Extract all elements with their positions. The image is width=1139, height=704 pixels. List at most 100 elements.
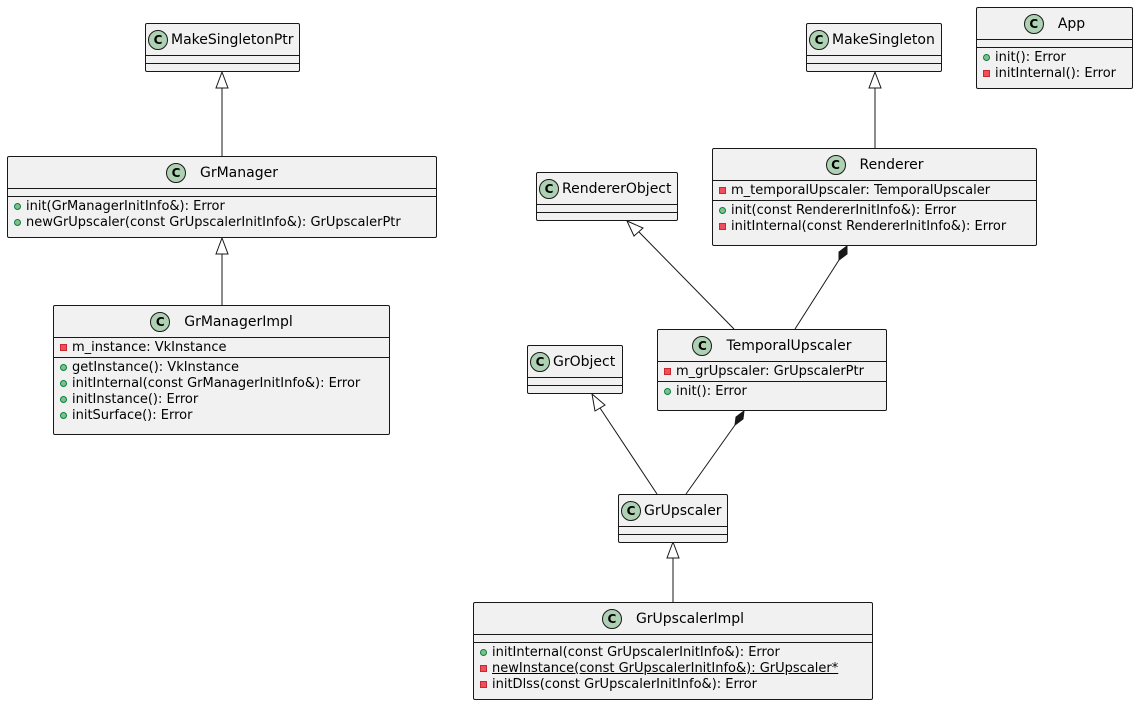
method-row: init(GrManagerInitInfo&): Error xyxy=(8,198,436,214)
class-app[interactable]: C App init(): Error initInternal(): Erro… xyxy=(976,7,1133,89)
field-row: m_instance: VkInstance xyxy=(54,339,389,355)
method-text: init(): Error xyxy=(676,383,747,399)
fields-section: m_temporalUpscaler: TemporalUpscaler xyxy=(713,180,1036,200)
method-text: initInternal(): Error xyxy=(995,65,1117,81)
class-name: GrManager xyxy=(200,164,278,181)
fields-section xyxy=(977,39,1132,47)
edge-temporalupscaler-rendererobject xyxy=(638,231,735,330)
class-c-icon: C xyxy=(809,29,829,50)
class-c-icon: C xyxy=(539,178,559,199)
public-marker-icon xyxy=(983,53,990,61)
class-c-icon: C xyxy=(150,311,171,332)
fields-section xyxy=(807,55,941,63)
composition-diamond xyxy=(838,245,848,261)
class-header: C GrObject xyxy=(528,346,622,377)
class-temporal-upscaler[interactable]: C TemporalUpscaler m_grUpscaler: GrUpsca… xyxy=(657,329,887,411)
method-text: init(const RendererInitInfo&): Error xyxy=(731,202,957,218)
method-row: init(const RendererInitInfo&): Error xyxy=(713,202,1036,218)
private-marker-icon xyxy=(664,367,671,375)
class-header: C MakeSingletonPtr xyxy=(146,24,299,55)
class-gr-upscaler-impl[interactable]: C GrUpscalerImpl initInternal(const GrUp… xyxy=(473,602,873,700)
method-text: initInternal(const GrManagerInitInfo&): … xyxy=(72,375,361,391)
inheritance-arrowhead xyxy=(625,220,644,237)
public-marker-icon xyxy=(664,387,671,395)
methods-section xyxy=(537,212,677,220)
class-c-icon: C xyxy=(825,154,846,175)
public-marker-icon xyxy=(60,363,67,371)
method-row: getInstance(): VkInstance xyxy=(54,359,389,375)
inheritance-arrowhead xyxy=(666,540,680,559)
class-c-icon: C xyxy=(166,162,186,183)
class-gr-object[interactable]: C GrObject xyxy=(527,345,623,394)
class-c-icon: C xyxy=(621,500,641,521)
inheritance-arrowhead xyxy=(215,236,229,255)
private-marker-icon xyxy=(983,69,990,77)
class-gr-manager-impl[interactable]: C GrManagerImpl m_instance: VkInstance g… xyxy=(53,305,390,435)
class-name: App xyxy=(1057,15,1086,32)
public-marker-icon xyxy=(60,379,67,387)
methods-section: init(): Error initInternal(): Error xyxy=(977,47,1132,83)
methods-section: init(): Error xyxy=(658,381,886,401)
class-c-icon: C xyxy=(692,335,713,356)
class-gr-manager[interactable]: C GrManager init(GrManagerInitInfo&): Er… xyxy=(7,156,437,238)
class-header: C RendererObject xyxy=(537,173,677,204)
class-make-singleton-ptr[interactable]: C MakeSingletonPtr xyxy=(145,23,300,72)
composition-diamond xyxy=(734,409,745,427)
method-row: init(): Error xyxy=(658,383,886,399)
private-marker-icon xyxy=(719,186,726,194)
method-text: initSurface(): Error xyxy=(72,407,193,423)
methods-section: getInstance(): VkInstance initInternal(c… xyxy=(54,357,389,425)
class-c-icon: C xyxy=(148,29,168,50)
public-marker-icon xyxy=(480,648,487,656)
class-header: C MakeSingleton xyxy=(807,24,941,55)
method-row: initInternal(): Error xyxy=(977,65,1132,81)
method-row: newGrUpscaler(const GrUpscalerInitInfo&)… xyxy=(8,214,436,230)
public-marker-icon xyxy=(60,411,67,419)
fields-section xyxy=(474,634,872,642)
fields-section xyxy=(619,526,727,534)
methods-section xyxy=(619,534,727,542)
class-renderer[interactable]: C Renderer m_temporalUpscaler: TemporalU… xyxy=(712,148,1037,246)
methods-section: init(GrManagerInitInfo&): Error newGrUps… xyxy=(8,196,436,232)
class-header: C TemporalUpscaler xyxy=(658,330,886,361)
inheritance-arrowhead xyxy=(868,70,882,89)
static-method-text: newInstance(const GrUpscalerInitInfo&): … xyxy=(492,660,839,676)
method-row: initInternal(const GrUpscalerInitInfo&):… xyxy=(474,644,872,660)
method-text: initInternal(const RendererInitInfo&): E… xyxy=(731,218,1007,234)
class-name: GrUpscaler xyxy=(644,502,722,519)
class-c-icon: C xyxy=(1023,13,1044,34)
methods-section: init(const RendererInitInfo&): Error ini… xyxy=(713,200,1036,236)
methods-section xyxy=(146,63,299,71)
field-text: m_temporalUpscaler: TemporalUpscaler xyxy=(731,182,991,198)
private-marker-icon xyxy=(719,222,726,230)
class-name: RendererObject xyxy=(562,180,672,197)
fields-section: m_grUpscaler: GrUpscalerPtr xyxy=(658,361,886,381)
edge-temporalupscaler-grupscaler xyxy=(685,424,736,495)
field-row: m_temporalUpscaler: TemporalUpscaler xyxy=(713,182,1036,198)
private-marker-icon xyxy=(480,664,487,672)
inheritance-arrowhead xyxy=(215,70,229,89)
private-marker-icon xyxy=(480,680,487,688)
methods-section: initInternal(const GrUpscalerInitInfo&):… xyxy=(474,642,872,694)
methods-section xyxy=(528,385,622,393)
class-renderer-object[interactable]: C RendererObject xyxy=(536,172,678,221)
field-row: m_grUpscaler: GrUpscalerPtr xyxy=(658,363,886,379)
method-text: initInternal(const GrUpscalerInitInfo&):… xyxy=(492,644,780,660)
method-row: initInternal(const GrManagerInitInfo&): … xyxy=(54,375,389,391)
class-header: C GrUpscaler xyxy=(619,495,727,526)
private-marker-icon xyxy=(60,343,67,351)
class-gr-upscaler[interactable]: C GrUpscaler xyxy=(618,494,728,543)
class-name: MakeSingletonPtr xyxy=(171,31,294,48)
method-text: initInstance(): Error xyxy=(72,391,199,407)
method-text: initDlss(const GrUpscalerInitInfo&): Err… xyxy=(492,676,757,692)
method-text: init(): Error xyxy=(995,49,1066,65)
class-make-singleton[interactable]: C MakeSingleton xyxy=(806,23,942,72)
method-row: initInternal(const RendererInitInfo&): E… xyxy=(713,218,1036,234)
class-c-icon: C xyxy=(601,608,622,629)
class-name: GrUpscalerImpl xyxy=(635,610,745,627)
fields-section xyxy=(537,204,677,212)
public-marker-icon xyxy=(60,395,67,403)
fields-section: m_instance: VkInstance xyxy=(54,337,389,357)
class-header: C App xyxy=(977,8,1132,39)
